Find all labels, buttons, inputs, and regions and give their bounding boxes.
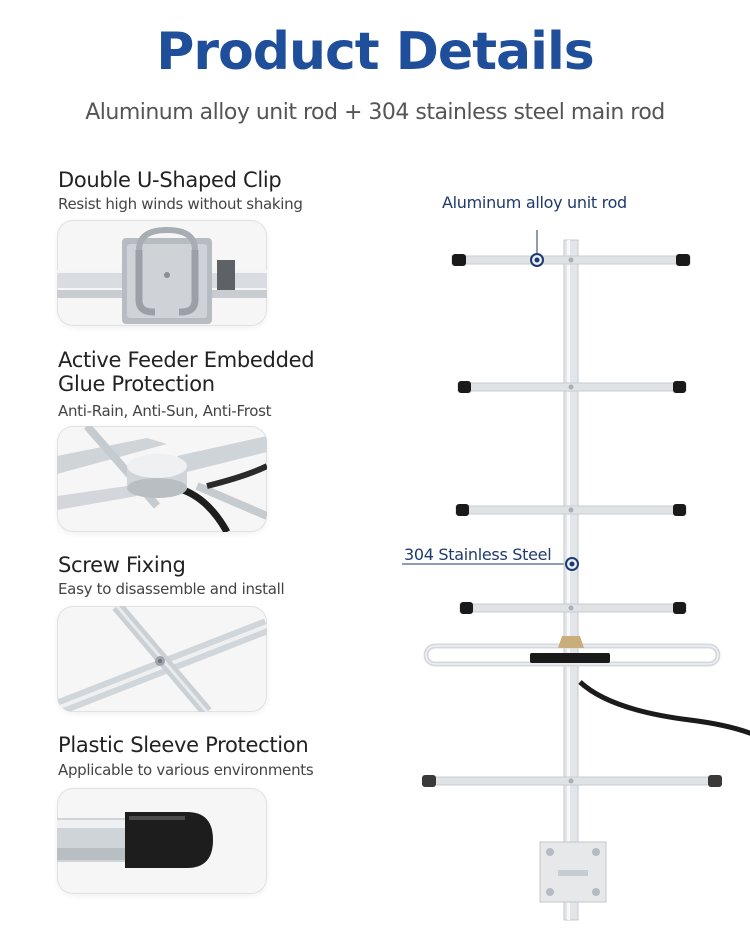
sleeve-photo — [57, 788, 267, 894]
unit-rod-callout: Aluminum alloy unit rod — [442, 193, 627, 212]
page-subtitle: Aluminum alloy unit rod + 304 stainless … — [85, 100, 665, 125]
feeder-cable — [578, 680, 750, 736]
feature-feeder-title-line2: Glue Protection — [58, 372, 215, 396]
screw-photo — [57, 606, 267, 712]
feature-clip-description: Resist high winds without shaking — [58, 195, 303, 213]
feature-sleeve-description: Applicable to various environments — [58, 761, 314, 779]
feature-clip-title: Double U-Shaped Clip — [58, 168, 282, 192]
feature-sleeve-title: Plastic Sleeve Protection — [58, 733, 309, 757]
page-title: Product Details — [156, 22, 595, 82]
feature-feeder-title-line1: Active Feeder Embedded — [58, 348, 315, 372]
clip-photo — [57, 220, 267, 326]
feature-feeder-description: Anti-Rain, Anti-Sun, Anti-Frost — [58, 402, 272, 420]
main-rod-callout: 304 Stainless Steel — [404, 545, 552, 564]
main-boom — [563, 239, 579, 921]
feature-screw-description: Easy to disassemble and install — [58, 580, 285, 598]
mounting-plate — [539, 841, 607, 903]
feeder-photo — [57, 426, 267, 532]
folded-dipole — [423, 636, 721, 667]
feature-screw-title: Screw Fixing — [58, 553, 186, 577]
yagi-antenna-image — [402, 230, 750, 921]
